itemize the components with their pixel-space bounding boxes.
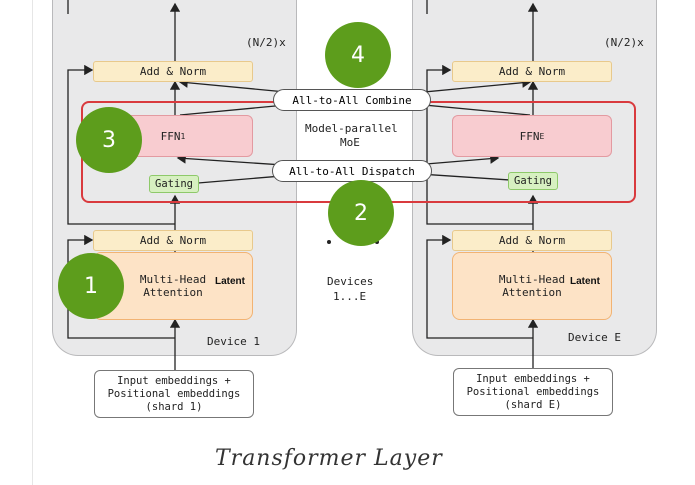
input-1-line-2: Positional embeddings bbox=[107, 388, 241, 400]
moe-label-line-2: MoE bbox=[340, 136, 360, 149]
gating-e: Gating bbox=[508, 172, 558, 190]
input-embeddings-e: Input embeddings + Positional embeddings… bbox=[453, 368, 613, 416]
marker-2: 2 bbox=[328, 180, 394, 246]
input-1-line-1: Input embeddings + bbox=[117, 375, 231, 387]
input-embeddings-1: Input embeddings + Positional embeddings… bbox=[94, 370, 254, 418]
latent-label-1: Latent bbox=[215, 276, 245, 287]
marker-3: 3 bbox=[76, 107, 142, 173]
add-norm-top-1: Add & Norm bbox=[93, 61, 253, 82]
add-norm-bottom-e: Add & Norm bbox=[452, 230, 612, 251]
ffn-e-subscript: E bbox=[539, 131, 545, 141]
ellipsis-dot-1 bbox=[327, 240, 331, 244]
gating-1: Gating bbox=[149, 175, 199, 193]
ffn-1-subscript: 1 bbox=[180, 131, 186, 141]
attention-e-line-2: Attention bbox=[502, 286, 562, 299]
input-e-line-3: (shard E) bbox=[504, 399, 562, 411]
ellipsis-dot-3 bbox=[375, 240, 379, 244]
all-to-all-dispatch-pill: All-to-All Dispatch bbox=[272, 160, 432, 182]
residual-attention-e bbox=[426, 234, 533, 339]
latent-label-e: Latent bbox=[570, 276, 600, 287]
device-1-label: Device 1 bbox=[207, 335, 260, 348]
residual-ffn-e bbox=[426, 64, 533, 225]
attention-e-line-1: Multi-Head bbox=[498, 273, 566, 286]
attention-e-box: Multi-Head Attention bbox=[452, 252, 612, 320]
repeat-label-1: (N/2)x bbox=[246, 36, 286, 49]
page-edge-line bbox=[32, 0, 33, 485]
marker-4: 4 bbox=[325, 22, 391, 88]
add-norm-bottom-1: Add & Norm bbox=[93, 230, 253, 251]
marker-1: 1 bbox=[58, 253, 124, 319]
devices-center-line-1: Devices bbox=[327, 275, 374, 288]
moe-label-line-1: Model-parallel bbox=[305, 122, 398, 135]
ffn-e-label: FFN bbox=[519, 129, 540, 143]
repeat-label-e: (N/2)x bbox=[604, 36, 644, 49]
attention-1-line-1: Multi-Head bbox=[139, 273, 207, 286]
devices-center-line-2: 1...E bbox=[333, 290, 367, 303]
input-1-line-3: (shard 1) bbox=[145, 401, 203, 413]
diagram-caption: Transformer Layer bbox=[215, 446, 443, 471]
input-e-line-1: Input embeddings + bbox=[476, 373, 590, 385]
all-to-all-combine-pill: All-to-All Combine bbox=[273, 89, 431, 111]
device-e-label: Device E bbox=[568, 331, 621, 344]
add-norm-top-e: Add & Norm bbox=[452, 61, 612, 82]
ffn-1-label: FFN bbox=[160, 129, 181, 143]
attention-1-line-2: Attention bbox=[143, 286, 203, 299]
input-e-line-2: Positional embeddings bbox=[466, 386, 600, 398]
residual-ffn-1 bbox=[67, 64, 175, 225]
